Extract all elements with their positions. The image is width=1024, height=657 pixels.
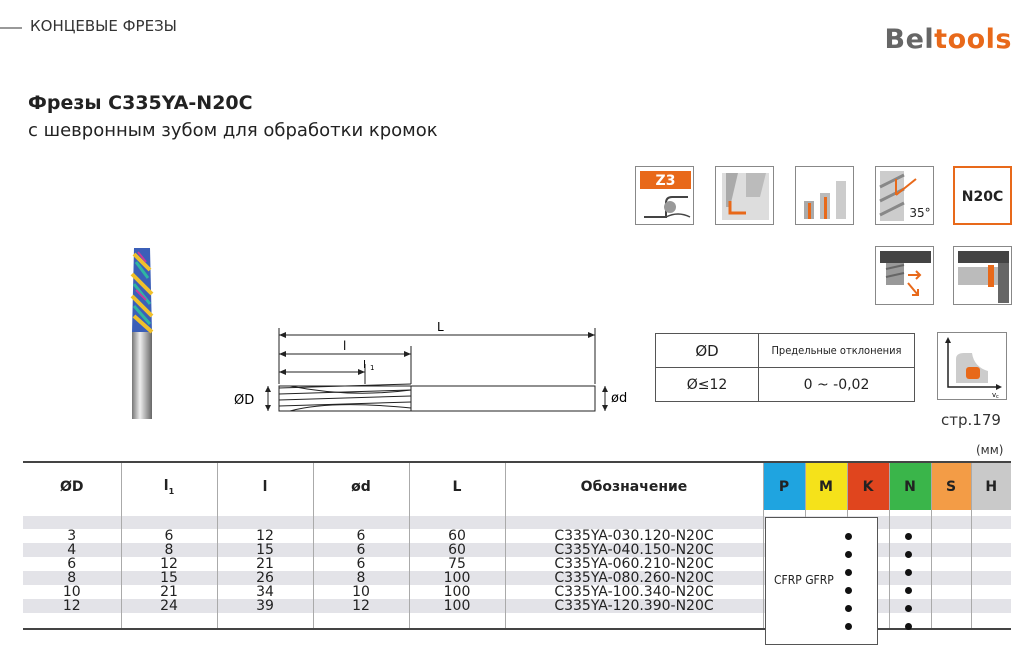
dim-D-label: ØD — [234, 393, 254, 408]
col-header-D: ØD — [59, 478, 84, 495]
col-header-d: ød — [312, 462, 409, 510]
z3-flutes-icon: Z3 — [635, 166, 694, 225]
svg-text:35°: 35° — [909, 206, 930, 220]
section-divider — [0, 27, 22, 29]
applicability-dot — [905, 551, 912, 558]
page-reference[interactable]: стр.179 — [941, 411, 1001, 429]
material-P: P — [762, 462, 805, 510]
dim-l1-label: l — [363, 358, 366, 371]
material-K: K — [846, 462, 889, 510]
applicability-dot — [845, 623, 852, 630]
applicability-dot — [905, 587, 912, 594]
tolerance-header-diameter: ØD — [655, 333, 759, 368]
svg-text:N20C: N20C — [962, 189, 1003, 205]
product-subtitle: с шевронным зубом для обработки кромок — [28, 120, 438, 141]
bar-chart-icon — [795, 166, 854, 225]
cfrp-gfrp-label: CFRP GFRP — [774, 573, 834, 587]
downcut-direction-icon — [875, 246, 934, 305]
material-M: M — [804, 462, 847, 510]
cfrp-gfrp-box — [765, 517, 878, 645]
dim-d-label: ød — [611, 391, 627, 406]
cutting-speed-icon: v c — [937, 332, 1007, 400]
coating-icon: N20C — [953, 166, 1012, 225]
tolerance-diameter-value: Ø≤12 — [655, 367, 759, 402]
applicability-dot — [845, 587, 852, 594]
tolerance-deviation-value: 0 ~ -0,02 — [758, 367, 915, 402]
svg-text:c: c — [996, 394, 999, 399]
col-header-L: L — [408, 462, 505, 510]
applicability-dot — [905, 533, 912, 540]
tolerance-header-deviation: Предельные отклонения — [758, 333, 915, 368]
material-H: H — [970, 462, 1011, 510]
col-header-designation: Обозначение — [504, 462, 763, 510]
dim-l-label: l — [343, 339, 346, 353]
svg-text:Z3: Z3 — [656, 173, 676, 189]
shank-icon — [953, 246, 1012, 305]
col-header-l: l — [216, 462, 313, 510]
tolerance-table: ØD Предельные отклонения Ø≤12 0 ~ -0,02 — [655, 333, 915, 402]
col-header-l1: l1 — [120, 462, 217, 510]
applicability-dot — [905, 605, 912, 612]
units-label: (мм) — [976, 443, 1004, 457]
tool-dimension-drawing: L l l 1 ØD ød — [230, 320, 650, 420]
product-title: Фрезы C335YA-N20C — [28, 92, 253, 114]
tool-photo — [128, 244, 156, 419]
section-title: КОНЦЕВЫЕ ФРЕЗЫ — [30, 17, 177, 35]
dim-L-label: L — [437, 320, 444, 334]
helix-angle-icon: 35° — [875, 166, 934, 225]
material-S: S — [930, 462, 971, 510]
applicability-dot — [845, 605, 852, 612]
applicability-dot — [845, 569, 852, 576]
applicability-dot — [905, 623, 912, 630]
material-N: N — [888, 462, 931, 510]
applicability-dot — [845, 533, 852, 540]
brand-logo: Beltools — [884, 24, 1012, 55]
applicability-dot — [845, 551, 852, 558]
svg-text:1: 1 — [370, 364, 374, 372]
svg-text:v: v — [992, 391, 996, 399]
applicability-dot — [905, 569, 912, 576]
profile-cut-icon — [715, 166, 774, 225]
